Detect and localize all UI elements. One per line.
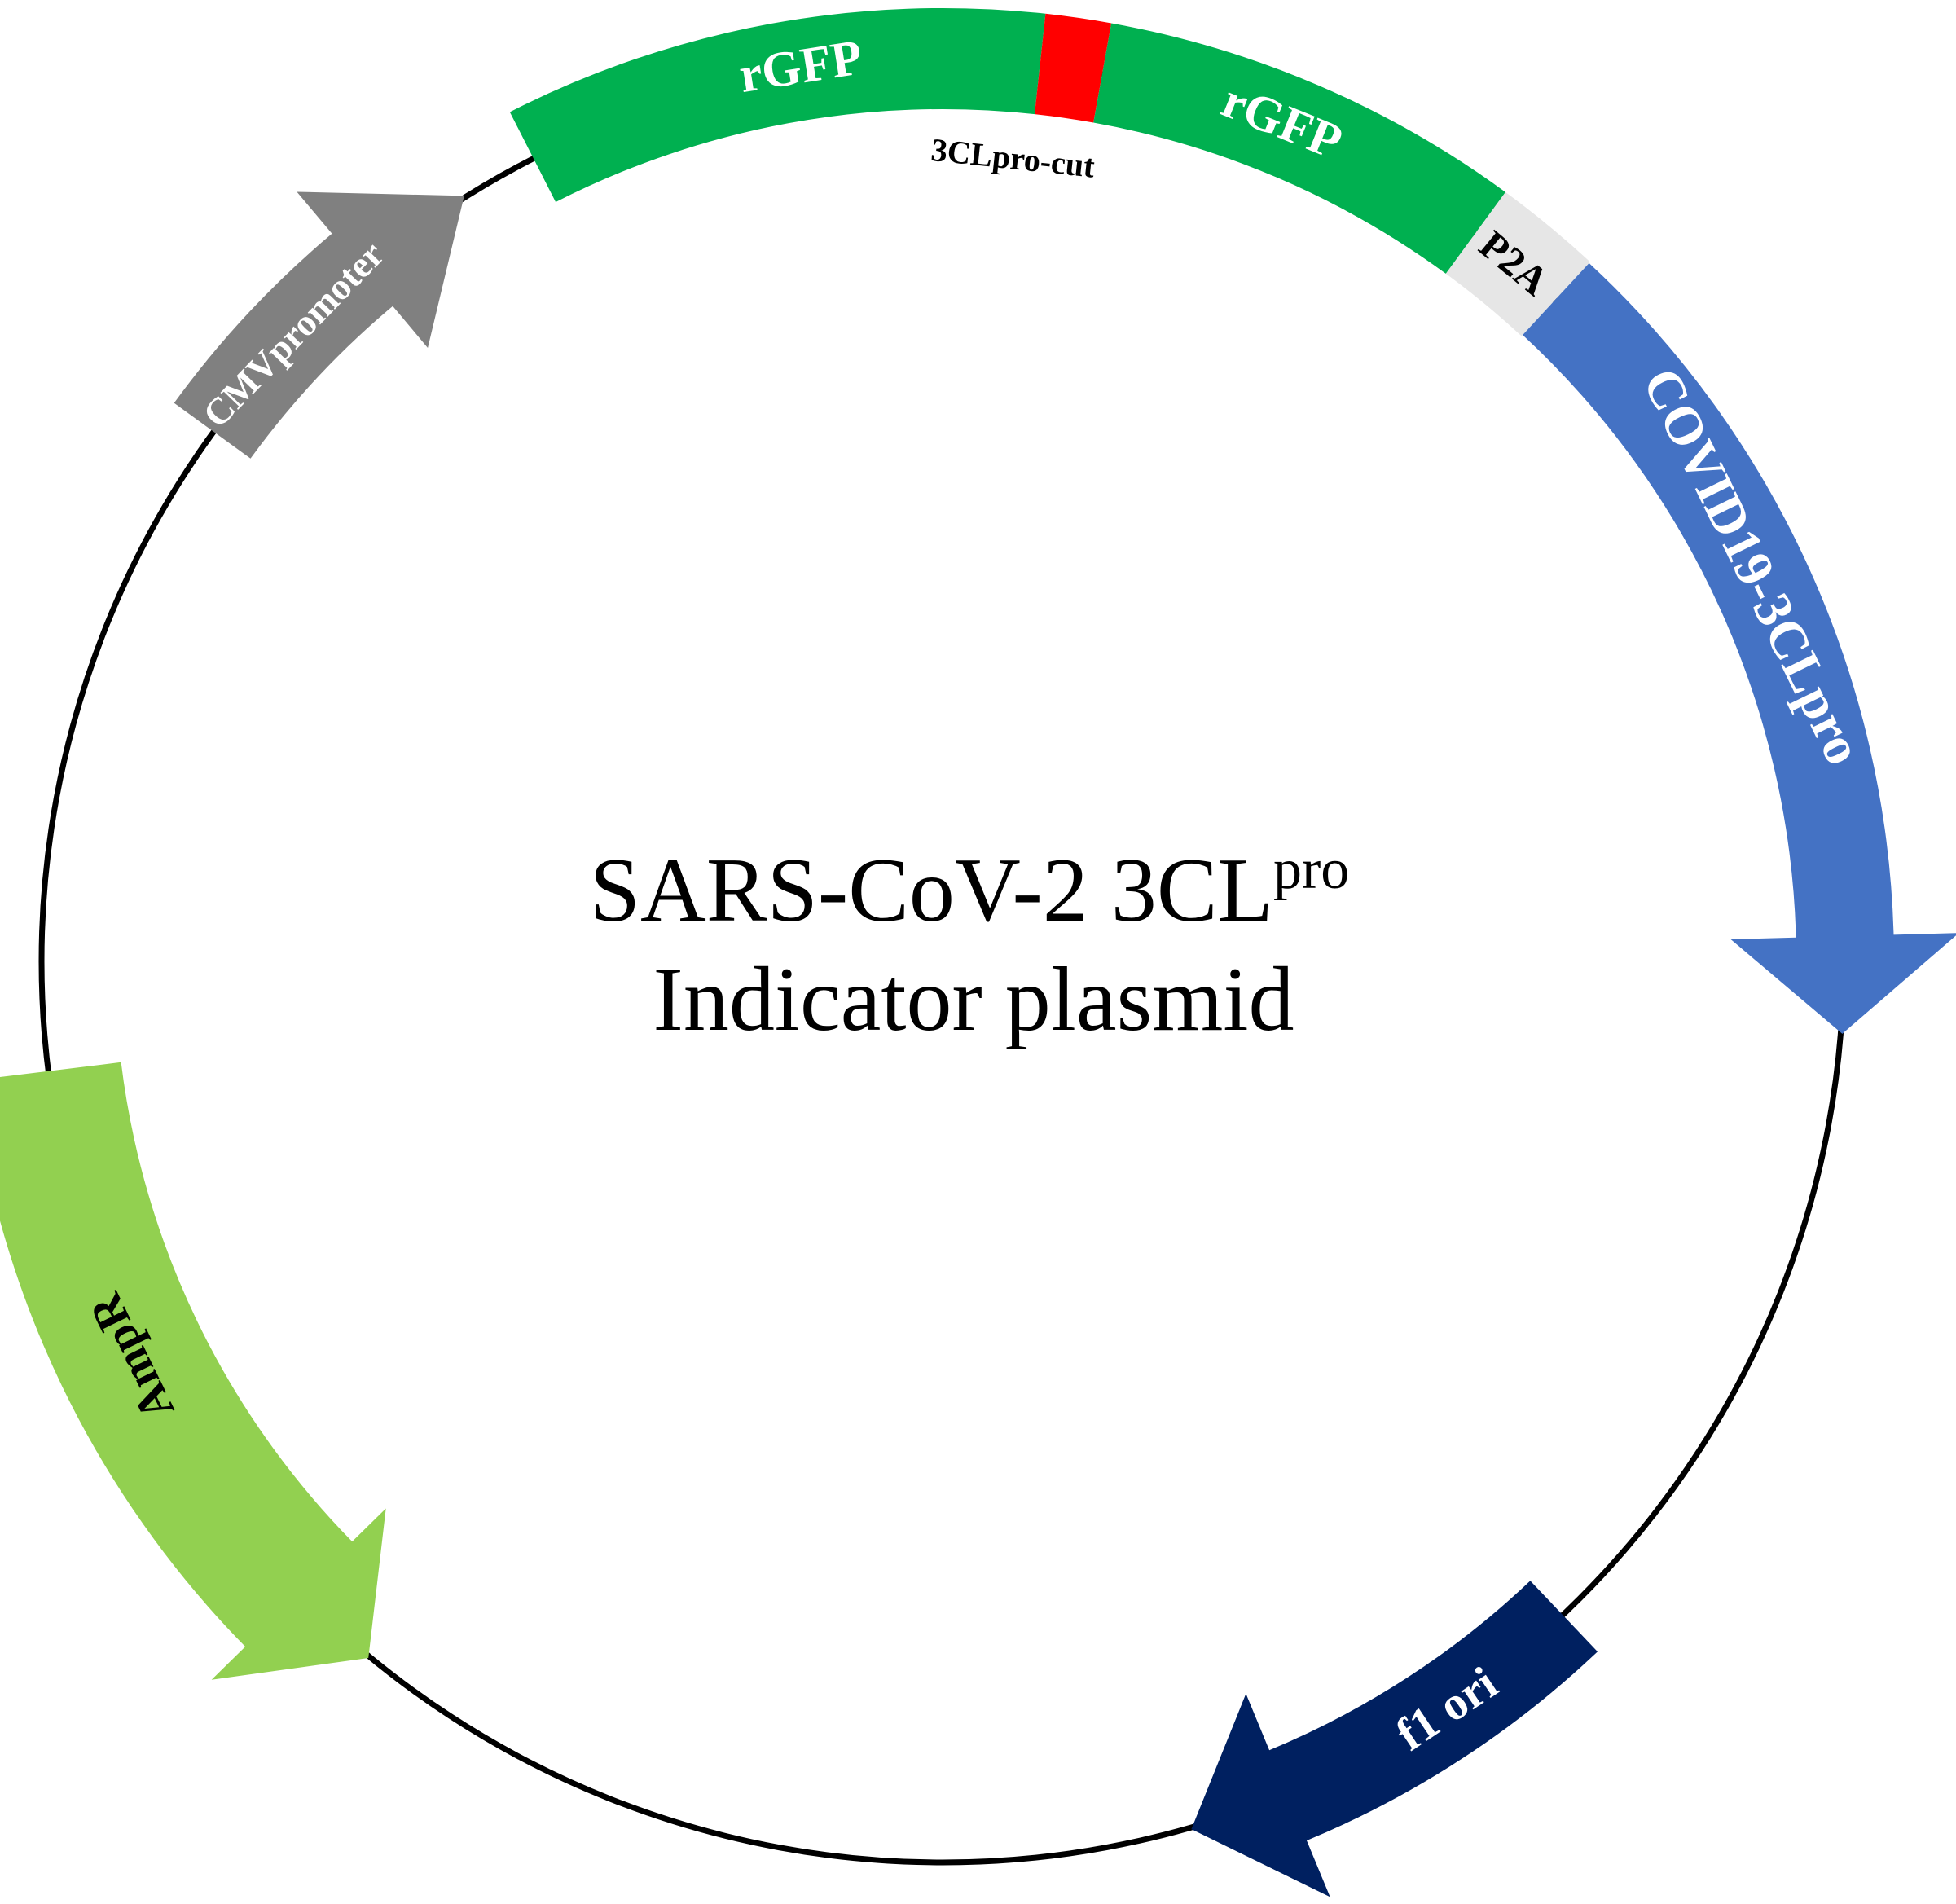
feature-covid19-3clpro: [1523, 263, 1956, 1034]
feature-f1-ori: [1191, 1581, 1598, 1897]
plasmid-title-superscript: pro: [1273, 838, 1349, 901]
feature-ampr: [0, 1062, 386, 1680]
feature-cmv-promoter: [174, 191, 464, 459]
feature-layer: [0, 7, 1956, 1897]
label-covid19-3clpro: COVID19-3CLpro: [1631, 359, 1874, 774]
plasmid-title-main: SARS-CoV-2 3CL: [590, 840, 1273, 941]
feature-rgfp-1: [509, 7, 1046, 202]
label-3clpro-cut: 3CLpro-cut: [930, 131, 1097, 185]
plasmid-subtitle: Indicator plasmid: [653, 949, 1294, 1050]
plasmid-title: SARS-CoV-2 3CLpro: [590, 838, 1350, 941]
label-cmv-promoter: CMVpromoter: [195, 233, 392, 435]
feature-rgfp-2: [1093, 23, 1505, 274]
feature-3clpro-cut: [1035, 13, 1112, 123]
feature-p2a: [1445, 191, 1590, 336]
